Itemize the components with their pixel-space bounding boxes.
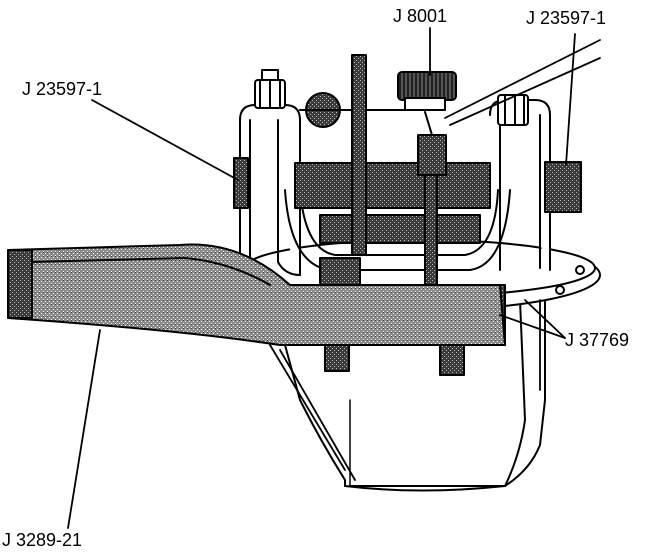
callout-j8001: J 8001: [393, 6, 448, 26]
u-bracket-right: [489, 94, 551, 271]
holding-fixture-arm: [7, 243, 506, 346]
callout-j3289-21: J 3289-21: [2, 530, 83, 550]
dial-indicator: [299, 54, 457, 296]
callout-j23597-1-right: J 23597-1: [526, 8, 607, 28]
inner-yoke: [284, 189, 511, 271]
leader-lines: [67, 27, 601, 529]
callout-j37769: J 37769: [565, 330, 630, 350]
differential-housing: [284, 299, 546, 492]
upper-crossbar: [294, 161, 582, 244]
u-bracket-left: [233, 69, 301, 276]
callout-j23597-1-left: J 23597-1: [22, 79, 103, 99]
